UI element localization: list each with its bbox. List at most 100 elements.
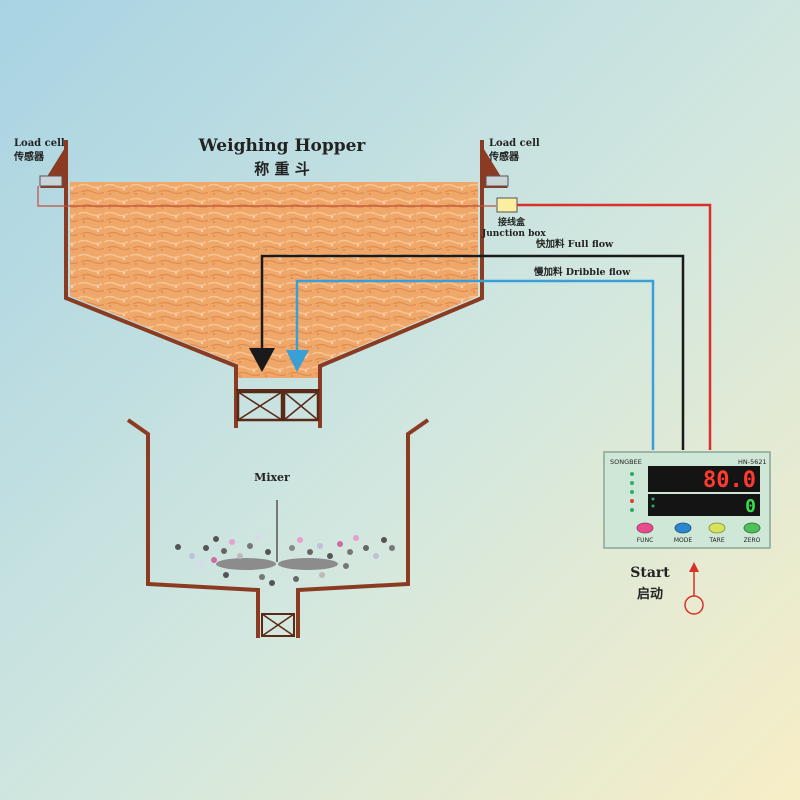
full-flow-label: 快加料 Full flow	[536, 238, 614, 250]
weighing-controller: SONGBEE HN-5621 80.0 0 FUNC MODE TA	[603, 451, 771, 549]
mixing-particle	[213, 536, 219, 542]
load-cell-left: Load cell 传感器	[13, 138, 66, 188]
controller-brand: SONGBEE	[610, 458, 642, 466]
mixing-particle	[363, 545, 369, 551]
controller-button-zero[interactable]: ZERO	[743, 522, 761, 544]
func-button-label: FUNC	[637, 537, 654, 544]
junction-box: 接线盒 Junction box	[481, 197, 546, 239]
mixing-particle	[237, 553, 243, 559]
mode-button-label: MODE	[674, 537, 693, 544]
sub-display-value: 0	[745, 496, 756, 517]
mixing-particle	[229, 539, 235, 545]
mixing-particle	[223, 572, 229, 578]
hopper-wall	[318, 140, 484, 428]
mixing-particle	[343, 563, 349, 569]
controller-button-tare[interactable]: TARE	[708, 522, 726, 544]
mixing-particle	[211, 557, 217, 563]
hopper-title-zh: 称 重 斗	[254, 160, 309, 178]
controller-model: HN-5621	[738, 458, 767, 466]
load-cell-wire	[37, 186, 496, 207]
full-flow-arrow-icon	[249, 348, 275, 372]
indicator-lights-left	[630, 472, 634, 512]
main-display-screen	[648, 466, 760, 492]
mixing-particle	[189, 553, 195, 559]
gate-cross	[283, 391, 319, 421]
agitator-blade	[216, 558, 276, 570]
mixer-wall	[296, 418, 430, 638]
mixing-particle	[327, 553, 333, 559]
indicator-led	[651, 497, 655, 501]
hopper-wall	[64, 140, 238, 428]
mixing-particle	[381, 537, 387, 543]
mixing-particle	[347, 549, 353, 555]
start-label-en: Start	[630, 565, 670, 581]
junction-box-icon	[496, 197, 518, 213]
mixing-particle	[297, 537, 303, 543]
controller-button-func[interactable]: FUNC	[636, 522, 654, 544]
load-cell-right: Load cell 传感器	[482, 138, 540, 188]
hopper-material	[70, 182, 478, 378]
full-flow-line	[260, 254, 685, 450]
mixing-particle	[389, 545, 395, 551]
mixing-particle	[373, 553, 379, 559]
discharge-gate-left	[236, 390, 284, 422]
indicator-led	[630, 508, 634, 512]
func-button-icon[interactable]	[636, 522, 654, 534]
indicator-led	[651, 504, 655, 508]
junction-box-label-zh: 接线盒	[498, 216, 526, 228]
hopper-title-en: Weighing Hopper	[198, 136, 367, 156]
mixing-particle	[175, 544, 181, 550]
mixing-particle	[319, 572, 325, 578]
discharge-gate-right	[282, 390, 320, 422]
load-cell-right-label-zh: 传感器	[488, 150, 520, 163]
load-cell-left-label-en: Load cell	[14, 138, 65, 149]
weighing-hopper: Weighing Hopper 称 重 斗	[64, 136, 484, 428]
mixing-particle	[221, 548, 227, 554]
dribble-flow-line	[295, 279, 655, 450]
mixer-label: Mixer	[254, 471, 290, 484]
gate-cross	[237, 391, 283, 421]
mixing-particle	[353, 535, 359, 541]
start-label-zh: 启动	[637, 586, 663, 602]
tare-button-icon[interactable]	[708, 522, 726, 534]
mixing-particle	[337, 541, 343, 547]
controller-button-mode[interactable]: MODE	[674, 522, 693, 544]
main-display-value: 80.0	[703, 468, 756, 493]
mixer-wall	[126, 418, 260, 638]
mode-button-icon[interactable]	[674, 522, 692, 534]
zero-button-label: ZERO	[744, 537, 761, 544]
start-control[interactable]: Start 启动	[630, 562, 704, 615]
gate-cross	[261, 613, 295, 637]
mixing-particle	[259, 574, 265, 580]
load-cell-left-label-zh: 传感器	[13, 150, 45, 163]
mixer: Mixer	[126, 418, 430, 638]
indicator-led	[630, 490, 634, 494]
load-cell-right-label-en: Load cell	[489, 138, 540, 149]
mixing-particle	[247, 543, 253, 549]
mixing-particle	[317, 543, 323, 549]
signal-line	[517, 203, 712, 450]
mixing-particle	[293, 576, 299, 582]
indicator-led	[630, 499, 634, 503]
mixing-particles	[175, 535, 395, 586]
agitator-blade	[278, 558, 338, 570]
indicator-led	[630, 472, 634, 476]
mixing-particle	[265, 549, 271, 555]
load-cell-body	[485, 175, 509, 187]
mixing-particle	[197, 561, 203, 567]
zero-button-icon[interactable]	[743, 522, 761, 534]
start-arrow-icon	[689, 562, 699, 572]
mixing-particle	[289, 545, 295, 551]
indicator-led	[630, 481, 634, 485]
dribble-flow-arrow-icon	[286, 350, 309, 372]
mixing-particle	[255, 535, 261, 541]
mixing-particle	[307, 549, 313, 555]
start-button-icon[interactable]	[684, 595, 704, 615]
mixing-particle	[269, 580, 275, 586]
mixing-particle	[203, 545, 209, 551]
load-cell-body	[39, 175, 63, 187]
mixer-discharge-gate	[261, 613, 295, 637]
